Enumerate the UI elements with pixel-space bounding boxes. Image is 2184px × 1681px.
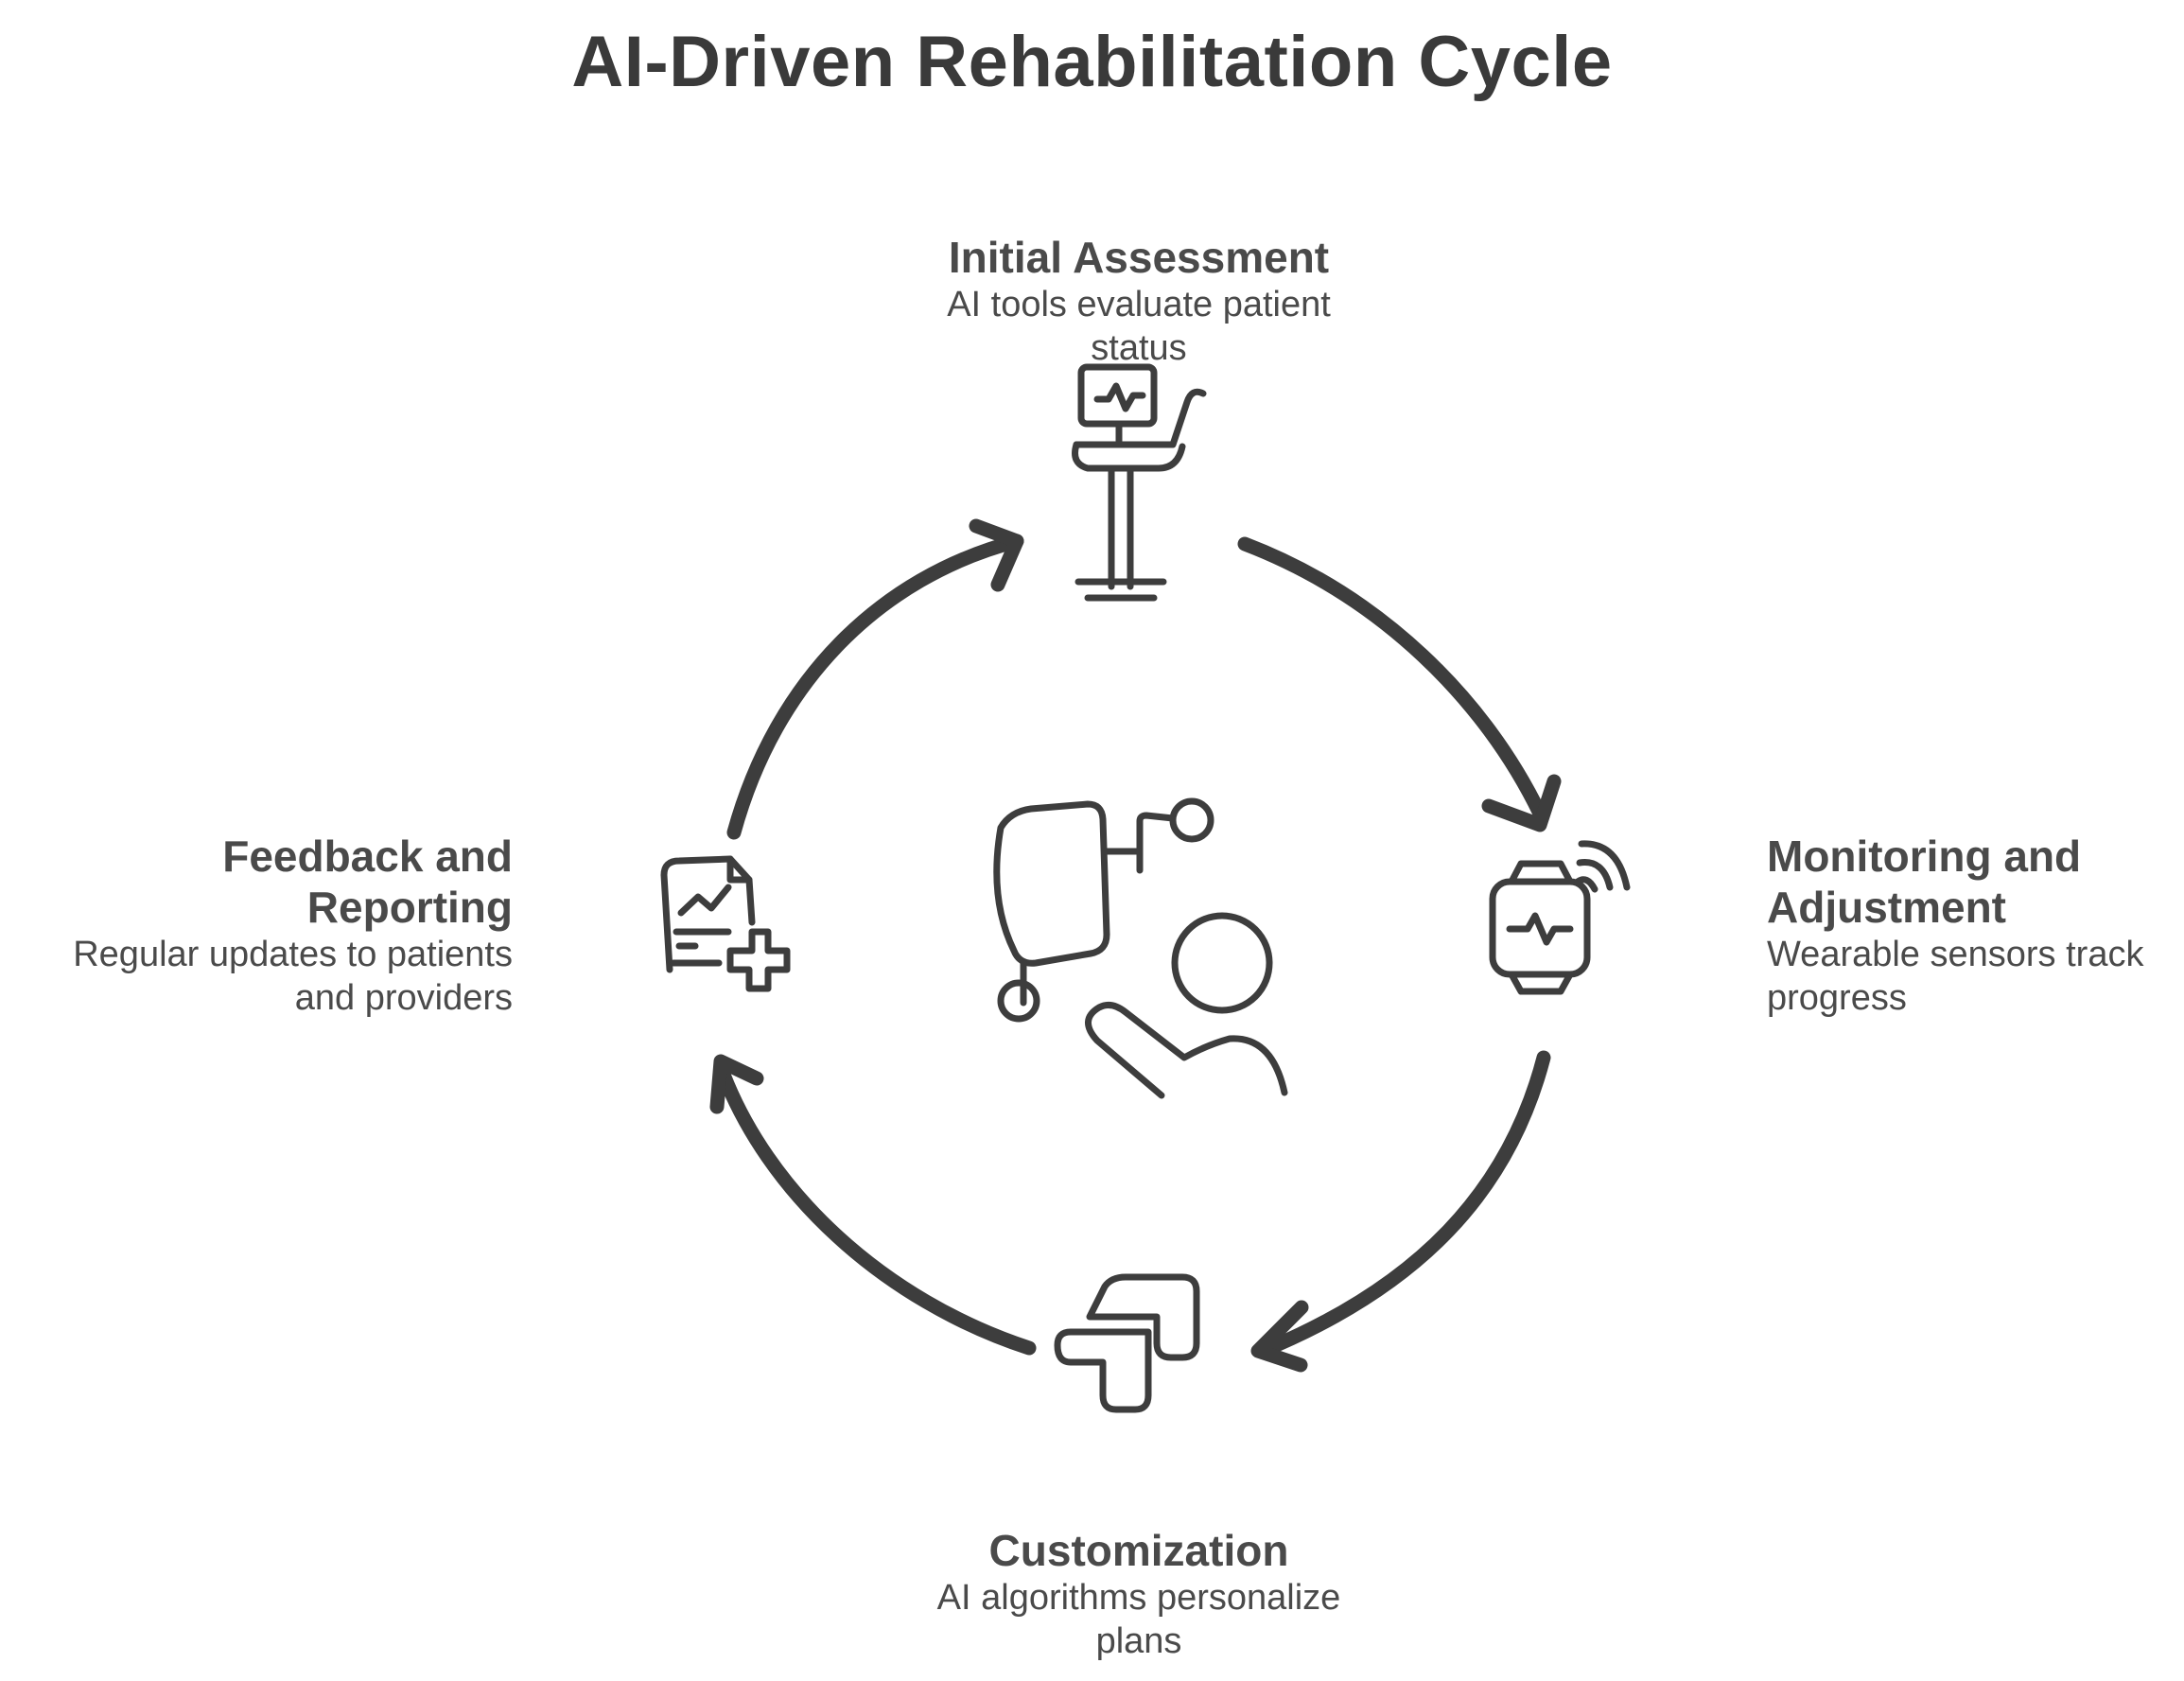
step-feedback-reporting: Feedback and Reporting Regular updates t… [19,831,513,1020]
arrow-top-right [1237,536,1562,832]
step-description-line: plans [1095,1621,1182,1661]
step-title-line: Adjustment [1767,883,2006,932]
step-description-line: Wearable sensors track [1767,935,2144,974]
step-description-line: AI tools evaluate patient [947,285,1331,324]
step-title-line: Reporting [306,883,513,932]
step-title: Initial Assessment [948,233,1330,282]
step-description-line: and providers [294,978,513,1018]
step-description-line: progress [1767,978,1907,1018]
arrow-top-left [726,518,1024,840]
patient-rehab-icon [993,797,1288,1099]
step-title-line: Feedback and [222,832,513,881]
arrow-bottom-left [709,1054,1037,1356]
step-customization: Customization AI algorithms personalize … [808,1525,1470,1663]
step-initial-assessment: Initial Assessment AI tools evaluate pat… [808,232,1470,370]
smartwatch-icon [1489,840,1631,995]
step-description-line: status [1091,328,1187,368]
diagram-title: AI-Driven Rehabilitation Cycle [571,22,1613,102]
step-monitoring-adjustment: Monitoring and Adjustment Wearable senso… [1767,831,2174,1020]
arrow-bottom-right [1250,1050,1551,1373]
step-description-line: Regular updates to patients [73,935,513,974]
step-title: Customization [988,1526,1289,1575]
monitor-chair-icon [1072,363,1207,602]
step-title-line: Monitoring and [1767,832,2082,881]
step-description-line: AI algorithms personalize [936,1578,1341,1618]
medical-report-icon [660,855,791,992]
route-path-icon [1054,1273,1200,1413]
